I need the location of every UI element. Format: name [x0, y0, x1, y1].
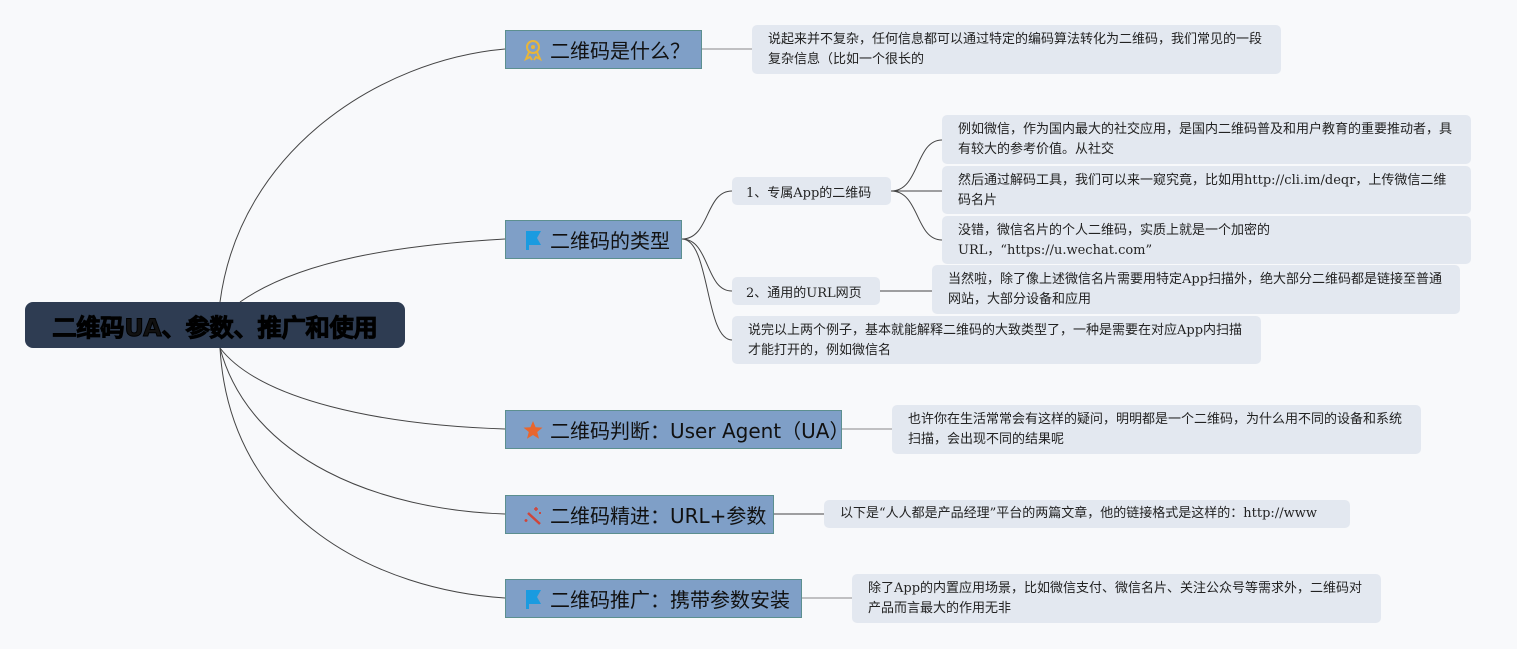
- note: 然后通过解码工具，我们可以来一窥究竟，比如用http://cli.im/deqr…: [942, 166, 1471, 214]
- root-topic[interactable]: 二维码UA、参数、推广和使用: [25, 302, 405, 348]
- topic-ua[interactable]: 二维码判断：User Agent（UA）: [505, 410, 850, 449]
- topic-url-params[interactable]: 二维码精进：URL+参数: [505, 495, 774, 534]
- magic-wand-icon: [522, 504, 544, 526]
- topic-qr-types[interactable]: 二维码的类型: [505, 220, 682, 259]
- flag-icon: [522, 588, 544, 610]
- award-icon: [522, 39, 544, 61]
- star-icon: [522, 419, 544, 441]
- topic-promotion[interactable]: 二维码推广：携带参数安装: [505, 579, 802, 618]
- topic-label: 二维码精进：URL+参数: [550, 504, 767, 528]
- note: 以下是“人人都是产品经理”平台的两篇文章，他的链接格式是这样的：http://w…: [824, 500, 1350, 528]
- topic-what-is-qr[interactable]: 二维码是什么？: [505, 30, 702, 69]
- note: 也许你在生活常常会有这样的疑问，明明都是一个二维码，为什么用不同的设备和系统扫描…: [892, 405, 1421, 454]
- note: 除了App的内置应用场景，比如微信支付、微信名片、关注公众号等需求外，二维码对产…: [852, 574, 1381, 623]
- topic-label: 二维码推广：携带参数安装: [550, 588, 790, 612]
- note: 当然啦，除了像上述微信名片需要用特定App扫描外，绝大部分二维码都是链接至普通网…: [932, 265, 1460, 314]
- topic-label: 二维码是什么？: [550, 39, 690, 63]
- topic-label: 二维码判断：User Agent（UA）: [550, 419, 850, 443]
- topic-label: 二维码的类型: [550, 229, 670, 253]
- note: 说完以上两个例子，基本就能解释二维码的大致类型了，一种是需要在对应App内扫描才…: [732, 316, 1261, 364]
- subtopic-app-qr[interactable]: 1、专属App的二维码: [732, 177, 891, 205]
- note: 没错，微信名片的个人二维码，实质上就是一个加密的URL，“https://u.w…: [942, 216, 1471, 264]
- subtopic-url-page[interactable]: 2、通用的URL网页: [732, 277, 880, 305]
- note: 说起来并不复杂，任何信息都可以通过特定的编码算法转化为二维码，我们常见的一段复杂…: [752, 25, 1281, 74]
- flag-icon: [522, 229, 544, 251]
- note: 例如微信，作为国内最大的社交应用，是国内二维码普及和用户教育的重要推动者，具有较…: [942, 115, 1471, 164]
